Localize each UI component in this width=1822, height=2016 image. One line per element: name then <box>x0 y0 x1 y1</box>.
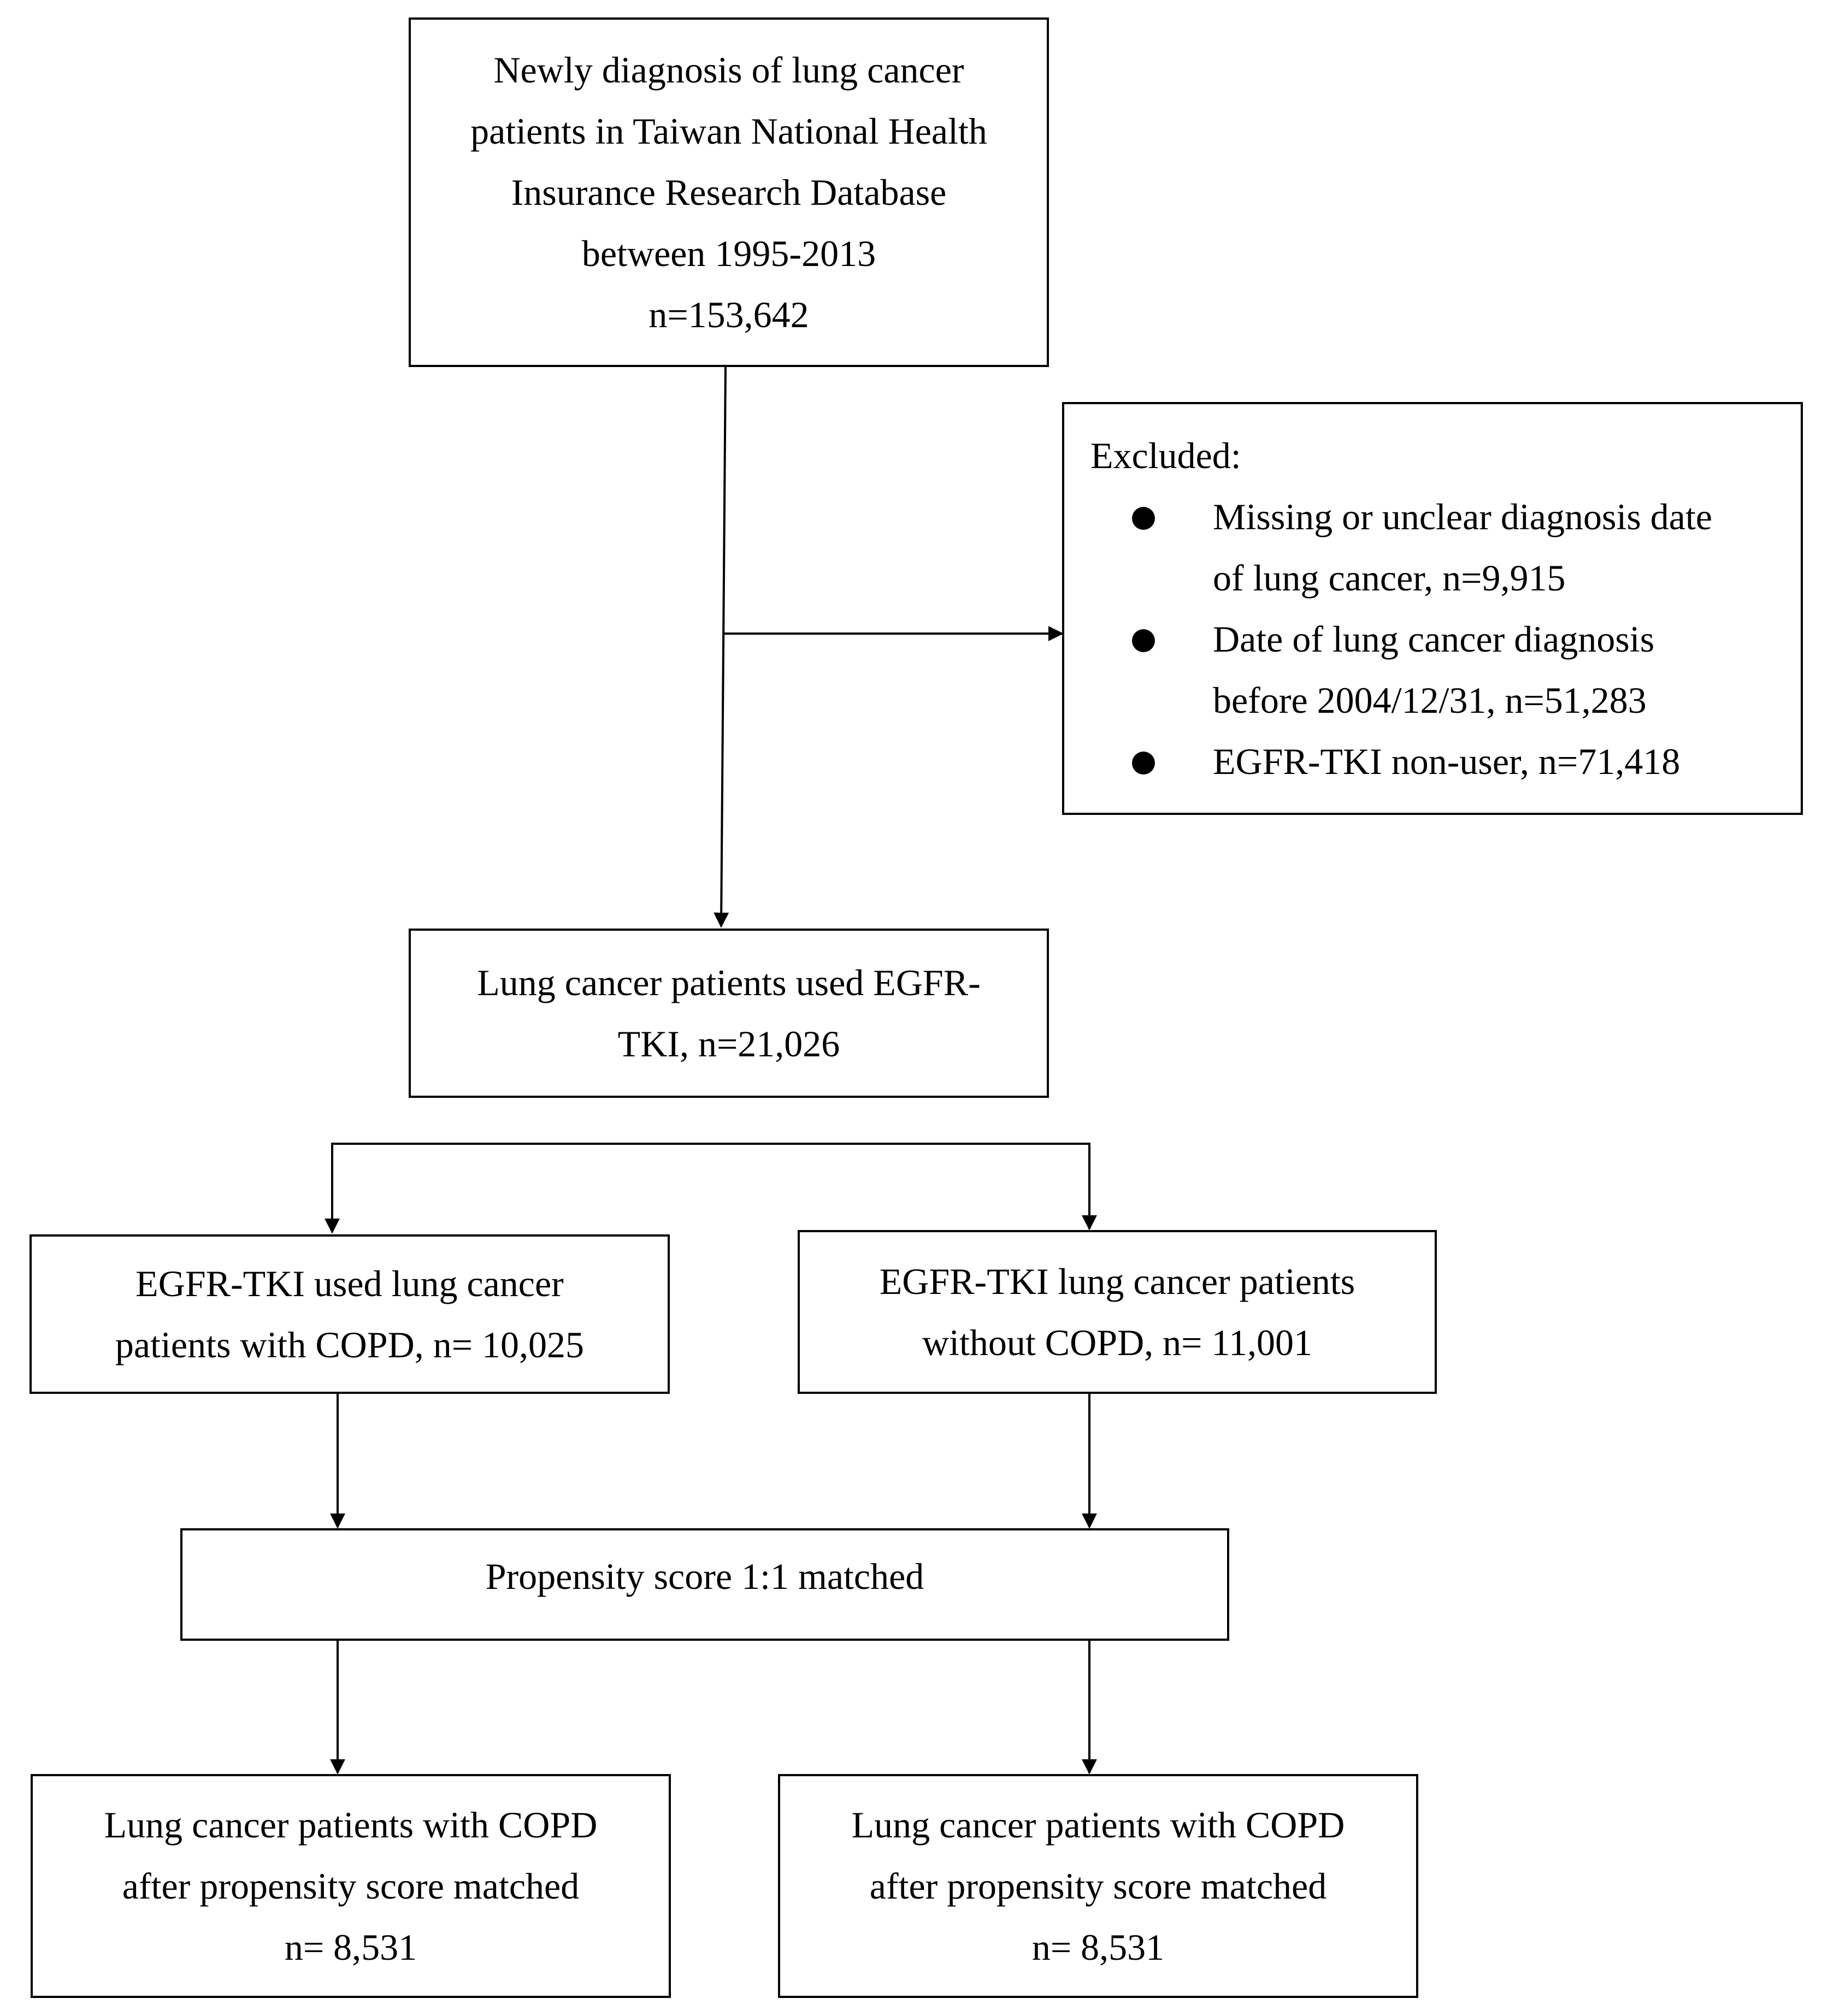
matched-right-box: Lung cancer patients with COPD after pro… <box>778 1774 1418 1998</box>
excluded-item-1-line-2: of lung cancer, n=9,915 <box>1213 557 1566 599</box>
matched-left-line-3: n= 8,531 <box>284 1926 417 1968</box>
without-copd-line-2: without COPD, n= 11,001 <box>922 1322 1312 1363</box>
excluded-item-1-line-1: Missing or unclear diagnosis date <box>1213 496 1713 537</box>
excluded-item-2-line-2: before 2004/12/31, n=51,283 <box>1213 679 1647 721</box>
source-line-1: Newly diagnosis of lung cancer <box>493 49 964 91</box>
source-line-4: between 1995-2013 <box>581 233 876 274</box>
with-copd-line-1: EGFR-TKI used lung cancer <box>135 1263 564 1304</box>
matched-left-box: Lung cancer patients with COPD after pro… <box>31 1774 671 1998</box>
source-population-box: Newly diagnosis of lung cancer patients … <box>409 17 1049 367</box>
matched-right-line-3: n= 8,531 <box>1031 1926 1165 1968</box>
propensity-matching-box: Propensity score 1:1 matched <box>180 1528 1229 1641</box>
without-copd-box: EGFR-TKI lung cancer patients without CO… <box>798 1230 1437 1394</box>
egfr-users-line-1: Lung cancer patients used EGFR- <box>477 962 981 1003</box>
excluded-item-2-line-1: Date of lung cancer diagnosis <box>1213 618 1655 660</box>
matched-left-line-1: Lung cancer patients with COPD <box>104 1804 598 1846</box>
with-copd-box: EGFR-TKI used lung cancer patients with … <box>30 1234 670 1394</box>
matched-right-line-2: after propensity score matched <box>869 1865 1327 1907</box>
matching-line-1: Propensity score 1:1 matched <box>485 1556 924 1597</box>
arrow-source-to-egfr-users <box>714 366 729 928</box>
matched-left-line-2: after propensity score matched <box>122 1865 580 1907</box>
bullet-icon <box>1132 752 1155 775</box>
excluded-item-3-line-1: EGFR-TKI non-user, n=71,418 <box>1213 741 1681 782</box>
bullet-icon <box>1132 629 1155 652</box>
with-copd-line-2: patients with COPD, n= 10,025 <box>115 1324 585 1365</box>
excluded-header: Excluded: <box>1090 435 1241 476</box>
egfr-tki-users-box: Lung cancer patients used EGFR- TKI, n=2… <box>409 929 1049 1098</box>
bullet-icon <box>1132 507 1155 530</box>
source-line-5: n=153,642 <box>648 294 809 335</box>
without-copd-line-1: EGFR-TKI lung cancer patients <box>879 1261 1355 1302</box>
matched-right-line-1: Lung cancer patients with COPD <box>851 1804 1345 1846</box>
excluded-box: Excluded: Missing or unclear diagnosis d… <box>1062 402 1803 815</box>
source-line-2: patients in Taiwan National Health <box>470 110 987 152</box>
source-line-3: Insurance Research Database <box>511 172 947 213</box>
egfr-users-line-2: TKI, n=21,026 <box>617 1023 840 1065</box>
